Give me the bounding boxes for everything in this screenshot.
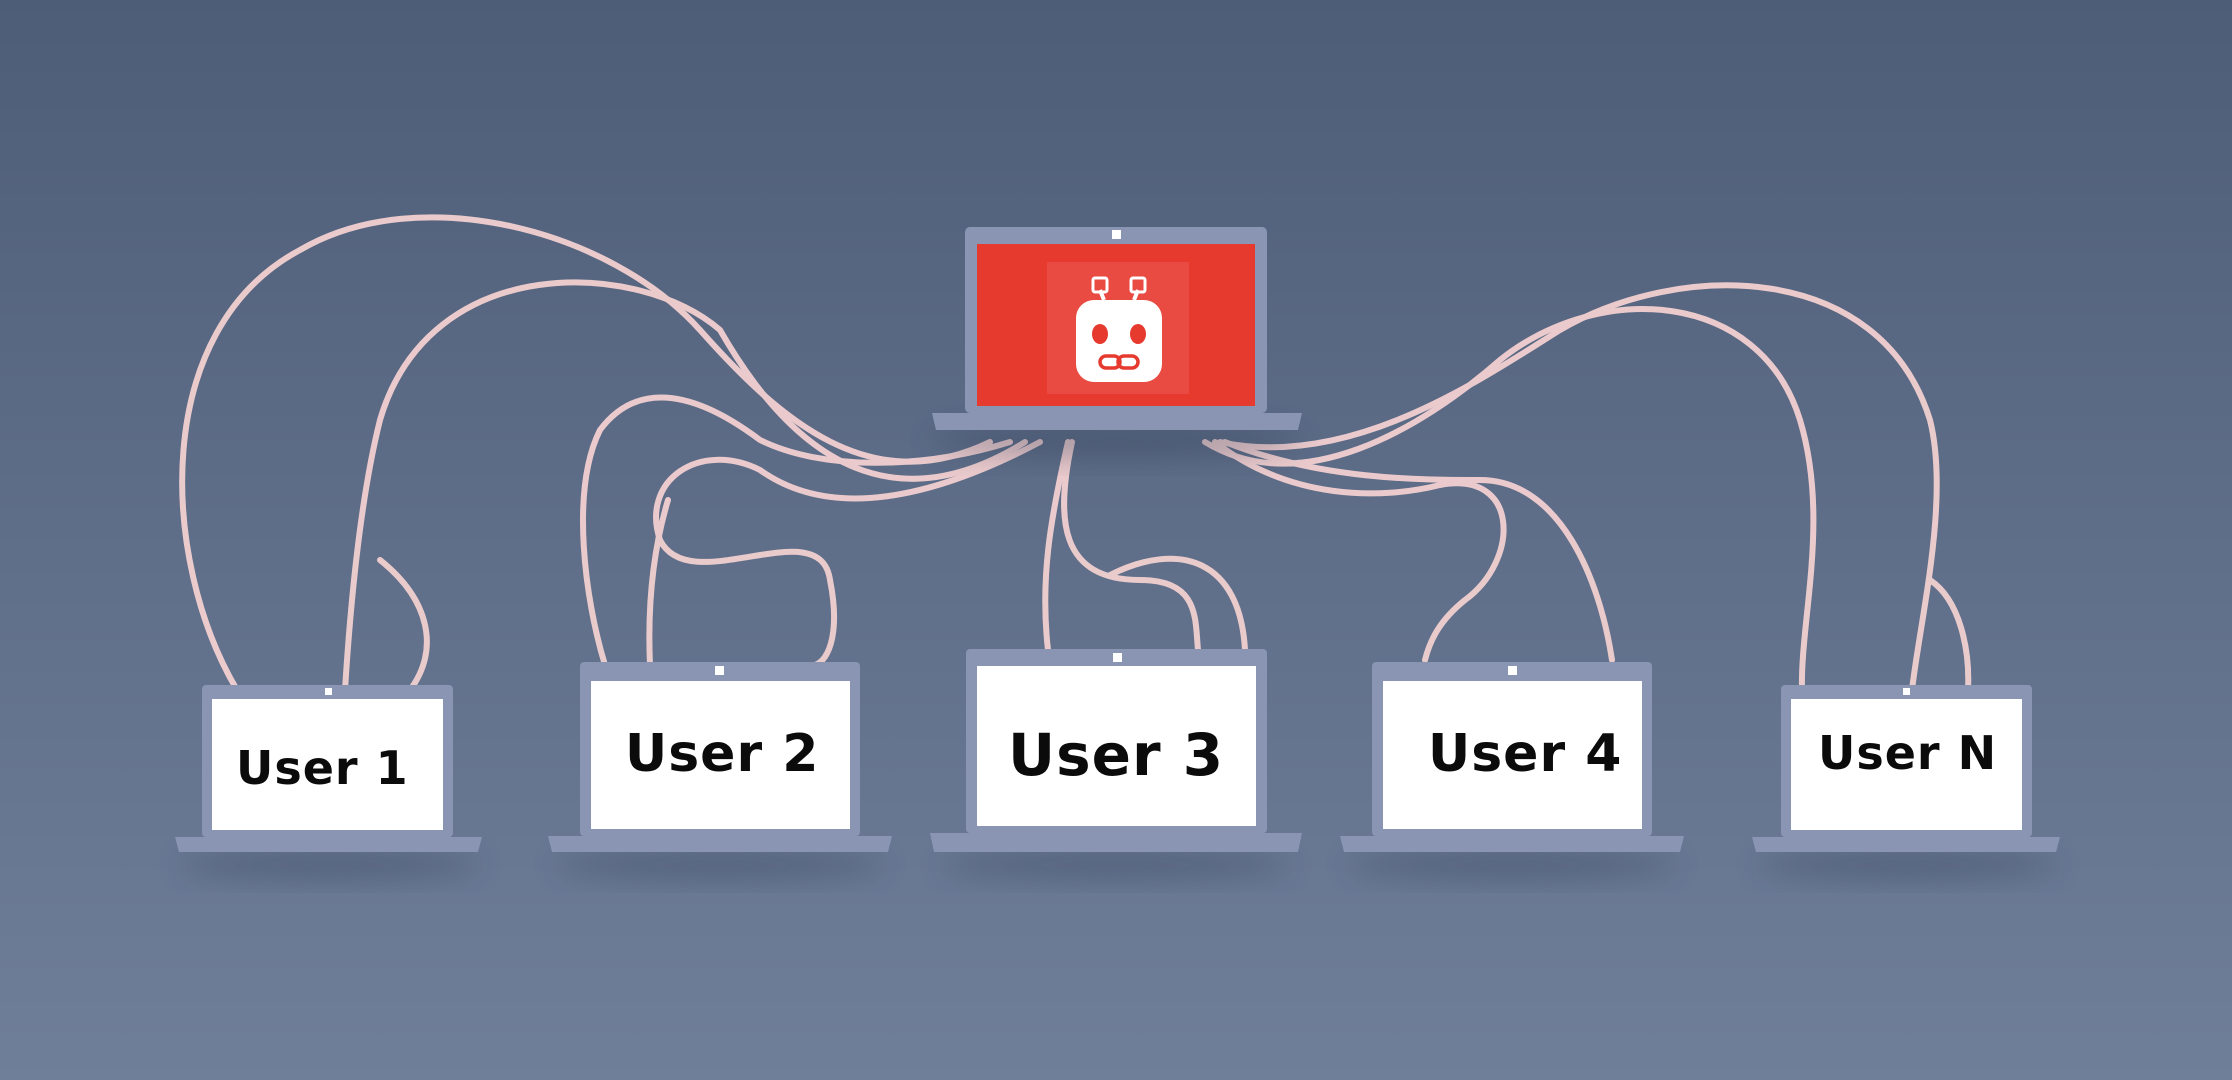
cable-user-n-b <box>1217 282 1940 693</box>
hub-laptop-base <box>932 413 1302 430</box>
cable-user-1-b <box>342 279 1028 693</box>
connection-cables <box>179 214 1972 693</box>
hub-laptop <box>931 227 1302 458</box>
user-laptop-3 <box>930 649 1302 879</box>
user-laptop-1 <box>175 685 482 879</box>
user-4-label: User 4 <box>1428 724 1623 784</box>
cable-user-3-a <box>1042 439 1071 653</box>
cable-user-1-a <box>179 214 993 693</box>
cable-user-2-a <box>580 394 1013 668</box>
user-n-label: User N <box>1818 726 1998 780</box>
user-laptop-2 <box>548 662 892 879</box>
cable-user-3-c <box>1107 555 1248 653</box>
user-2-label: User 2 <box>625 724 820 784</box>
cable-user-n-c <box>1927 577 1972 693</box>
user-laptop-n <box>1752 685 2060 879</box>
user-1-label: User 1 <box>236 741 409 795</box>
cable-user-1-c <box>377 557 430 693</box>
cable-user-4-a <box>1212 439 1507 663</box>
user-3-label: User 3 <box>1008 721 1225 789</box>
cable-user-3-b <box>1061 439 1201 653</box>
cable-user-n-a <box>1202 306 1817 693</box>
robot-chain-icon <box>1076 276 1162 382</box>
cable-user-4-b <box>1222 439 1615 663</box>
hub-laptop-camera <box>1112 230 1121 239</box>
user-laptop-4 <box>1340 662 1684 879</box>
cable-user-2-b <box>653 439 1043 668</box>
cable-user-2-c <box>646 497 671 668</box>
